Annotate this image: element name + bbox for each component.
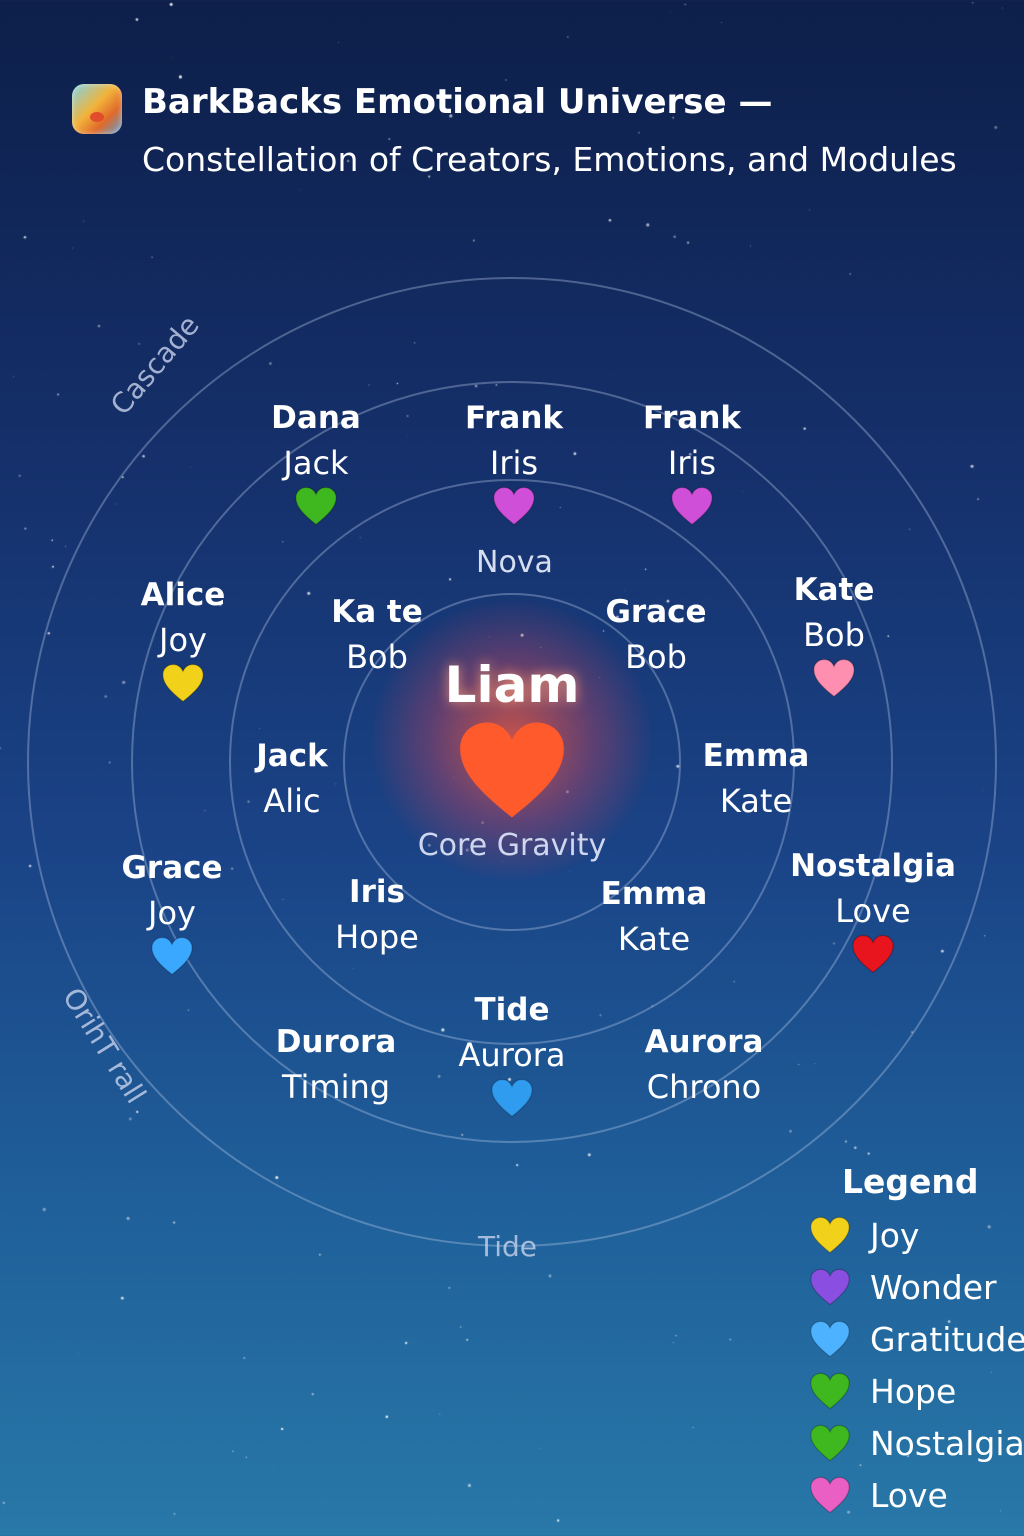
node-name: Jack (256, 738, 328, 774)
node-kate[interactable]: Kate Bob (734, 568, 934, 702)
node-sub: Alic (263, 782, 321, 820)
node-frank-1[interactable]: Frank Iris (414, 396, 614, 530)
center-name: Liam (444, 656, 580, 714)
core-heart-icon (460, 722, 564, 818)
legend-label: Nostalgia (870, 1423, 1024, 1463)
orbit-ring-3 (131, 381, 893, 1143)
node-sub: Hope (335, 918, 419, 956)
node-name: Kate (793, 572, 875, 608)
red-heart-icon (852, 934, 894, 974)
node-name: Frank (464, 400, 564, 436)
legend-item-love: Love (810, 1469, 1024, 1521)
node-sub: Joy (159, 621, 207, 659)
node-tide[interactable]: Tide Aurora (412, 988, 612, 1122)
node-grace-inner[interactable]: Grace Bob (556, 590, 756, 680)
purple-heart-icon (671, 486, 713, 526)
legend-label: Gratitude (870, 1319, 1024, 1359)
node-name: Alice (140, 577, 226, 613)
legend-item-wonder: Wonder (810, 1261, 1024, 1313)
green-heart-icon (810, 1372, 860, 1410)
pink-heart-icon (810, 1476, 860, 1514)
green-heart-icon (295, 486, 337, 526)
node-iris[interactable]: Iris Hope (277, 870, 477, 960)
node-name: Ka te (331, 594, 423, 630)
node-sub: Bob (346, 638, 408, 676)
ring-label-tide: Tide (478, 1230, 538, 1263)
page-subtitle: Constellation of Creators, Emotions, and… (142, 140, 957, 179)
node-sub: Joy (148, 894, 196, 932)
node-alice[interactable]: Alice Joy (83, 573, 283, 707)
node-sub: Timing (281, 1068, 391, 1106)
green-heart-icon (810, 1424, 860, 1462)
node-name: Aurora (644, 1024, 764, 1060)
blue-heart-icon (151, 936, 193, 976)
node-durora[interactable]: Durora Timing (236, 1020, 436, 1110)
blue-heart-icon (491, 1078, 533, 1118)
node-sub: Aurora (458, 1036, 566, 1074)
node-name: Emma (600, 876, 708, 912)
node-sub: Iris (667, 444, 717, 482)
orbit-ring-inner (343, 593, 681, 931)
legend-item-nostalgia: Nostalgia (810, 1417, 1024, 1469)
yellow-heart-icon (810, 1216, 860, 1254)
node-grace-outer[interactable]: Grace Joy (72, 846, 272, 980)
legend-label: Hope (870, 1371, 957, 1411)
node-nostalgia[interactable]: Nostalgia Love (773, 844, 973, 978)
node-jack[interactable]: Jack Alic (192, 734, 392, 824)
node-name: Grace (121, 850, 223, 886)
purple-heart-icon (493, 486, 535, 526)
node-name: Grace (605, 594, 707, 630)
node-sub: Chrono (646, 1068, 762, 1106)
node-name: Iris (349, 874, 405, 910)
orbit-ring-2 (229, 479, 795, 1045)
node-emma-1[interactable]: Emma Kate (656, 734, 856, 824)
app-icon (72, 84, 122, 134)
node-sub: Love (835, 892, 911, 930)
node-name: Nostalgia (790, 848, 956, 884)
node-dana[interactable]: Dana Jack (216, 396, 416, 530)
ring-label-nova: Nova (476, 545, 553, 580)
node-name: Emma (702, 738, 810, 774)
pink-heart-icon (813, 658, 855, 698)
legend-item-joy: Joy (810, 1209, 1024, 1261)
legend: Legend Joy Wonder Gratitude Hope Nostalg… (810, 1162, 1024, 1521)
node-name: Frank (642, 400, 742, 436)
legend-label: Wonder (870, 1267, 997, 1307)
legend-label: Joy (870, 1215, 920, 1255)
node-emma-2[interactable]: Emma Kate (554, 872, 754, 962)
node-name: Durora (275, 1024, 397, 1060)
node-sub: Kate (617, 920, 691, 958)
node-sub: Bob (625, 638, 687, 676)
purple-heart-icon (810, 1268, 860, 1306)
page-title: BarkBacks Emotional Universe — (142, 82, 773, 122)
node-name: Dana (271, 400, 361, 436)
orbit-ring-outer (27, 277, 997, 1247)
blue-heart-icon (810, 1320, 860, 1358)
node-sub: Kate (719, 782, 793, 820)
node-sub: Jack (283, 444, 349, 482)
legend-label: Love (870, 1475, 948, 1515)
node-sub: Iris (489, 444, 539, 482)
node-ka-te[interactable]: Ka te Bob (277, 590, 477, 680)
node-sub: Bob (803, 616, 865, 654)
node-name: Tide (474, 992, 550, 1028)
node-frank-2[interactable]: Frank Iris (592, 396, 792, 530)
center-label: Core Gravity (417, 828, 607, 863)
legend-item-hope: Hope (810, 1365, 1024, 1417)
legend-title: Legend (842, 1162, 979, 1201)
yellow-heart-icon (162, 663, 204, 703)
node-aurora[interactable]: Aurora Chrono (604, 1020, 804, 1110)
legend-item-gratitude: Gratitude (810, 1313, 1024, 1365)
